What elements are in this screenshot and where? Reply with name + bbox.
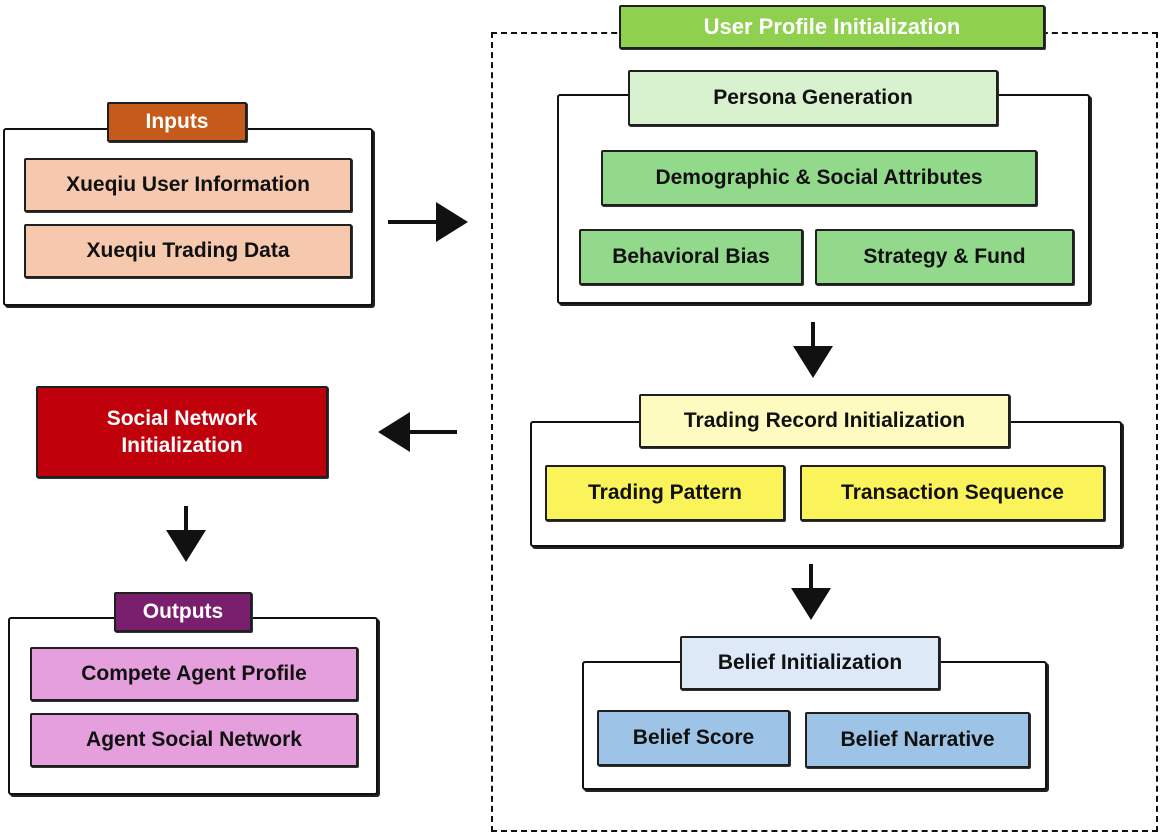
- inputs-item-user-information: Xueqiu User Information: [24, 158, 352, 212]
- inputs-item-trading-data: Xueqiu Trading Data: [24, 224, 352, 278]
- social-network-initialization: Social Network Initialization: [36, 386, 328, 478]
- persona-strategy-fund: Strategy & Fund: [815, 229, 1074, 285]
- persona-title: Persona Generation: [628, 70, 998, 126]
- belief-score: Belief Score: [597, 710, 790, 766]
- belief-narrative: Belief Narrative: [805, 712, 1030, 768]
- trading-title: Trading Record Initialization: [639, 394, 1010, 448]
- persona-demographic-attributes: Demographic & Social Attributes: [601, 150, 1037, 206]
- inputs-title: Inputs: [107, 102, 247, 142]
- outputs-item-agent-profile: Compete Agent Profile: [30, 647, 358, 701]
- outputs-item-social-network: Agent Social Network: [30, 713, 358, 767]
- belief-title: Belief Initialization: [680, 636, 940, 690]
- user-profile-title: User Profile Initialization: [619, 5, 1045, 49]
- outputs-title: Outputs: [114, 592, 252, 632]
- trading-pattern: Trading Pattern: [545, 465, 785, 521]
- trading-transaction-sequence: Transaction Sequence: [800, 465, 1105, 521]
- persona-behavioral-bias: Behavioral Bias: [579, 229, 803, 285]
